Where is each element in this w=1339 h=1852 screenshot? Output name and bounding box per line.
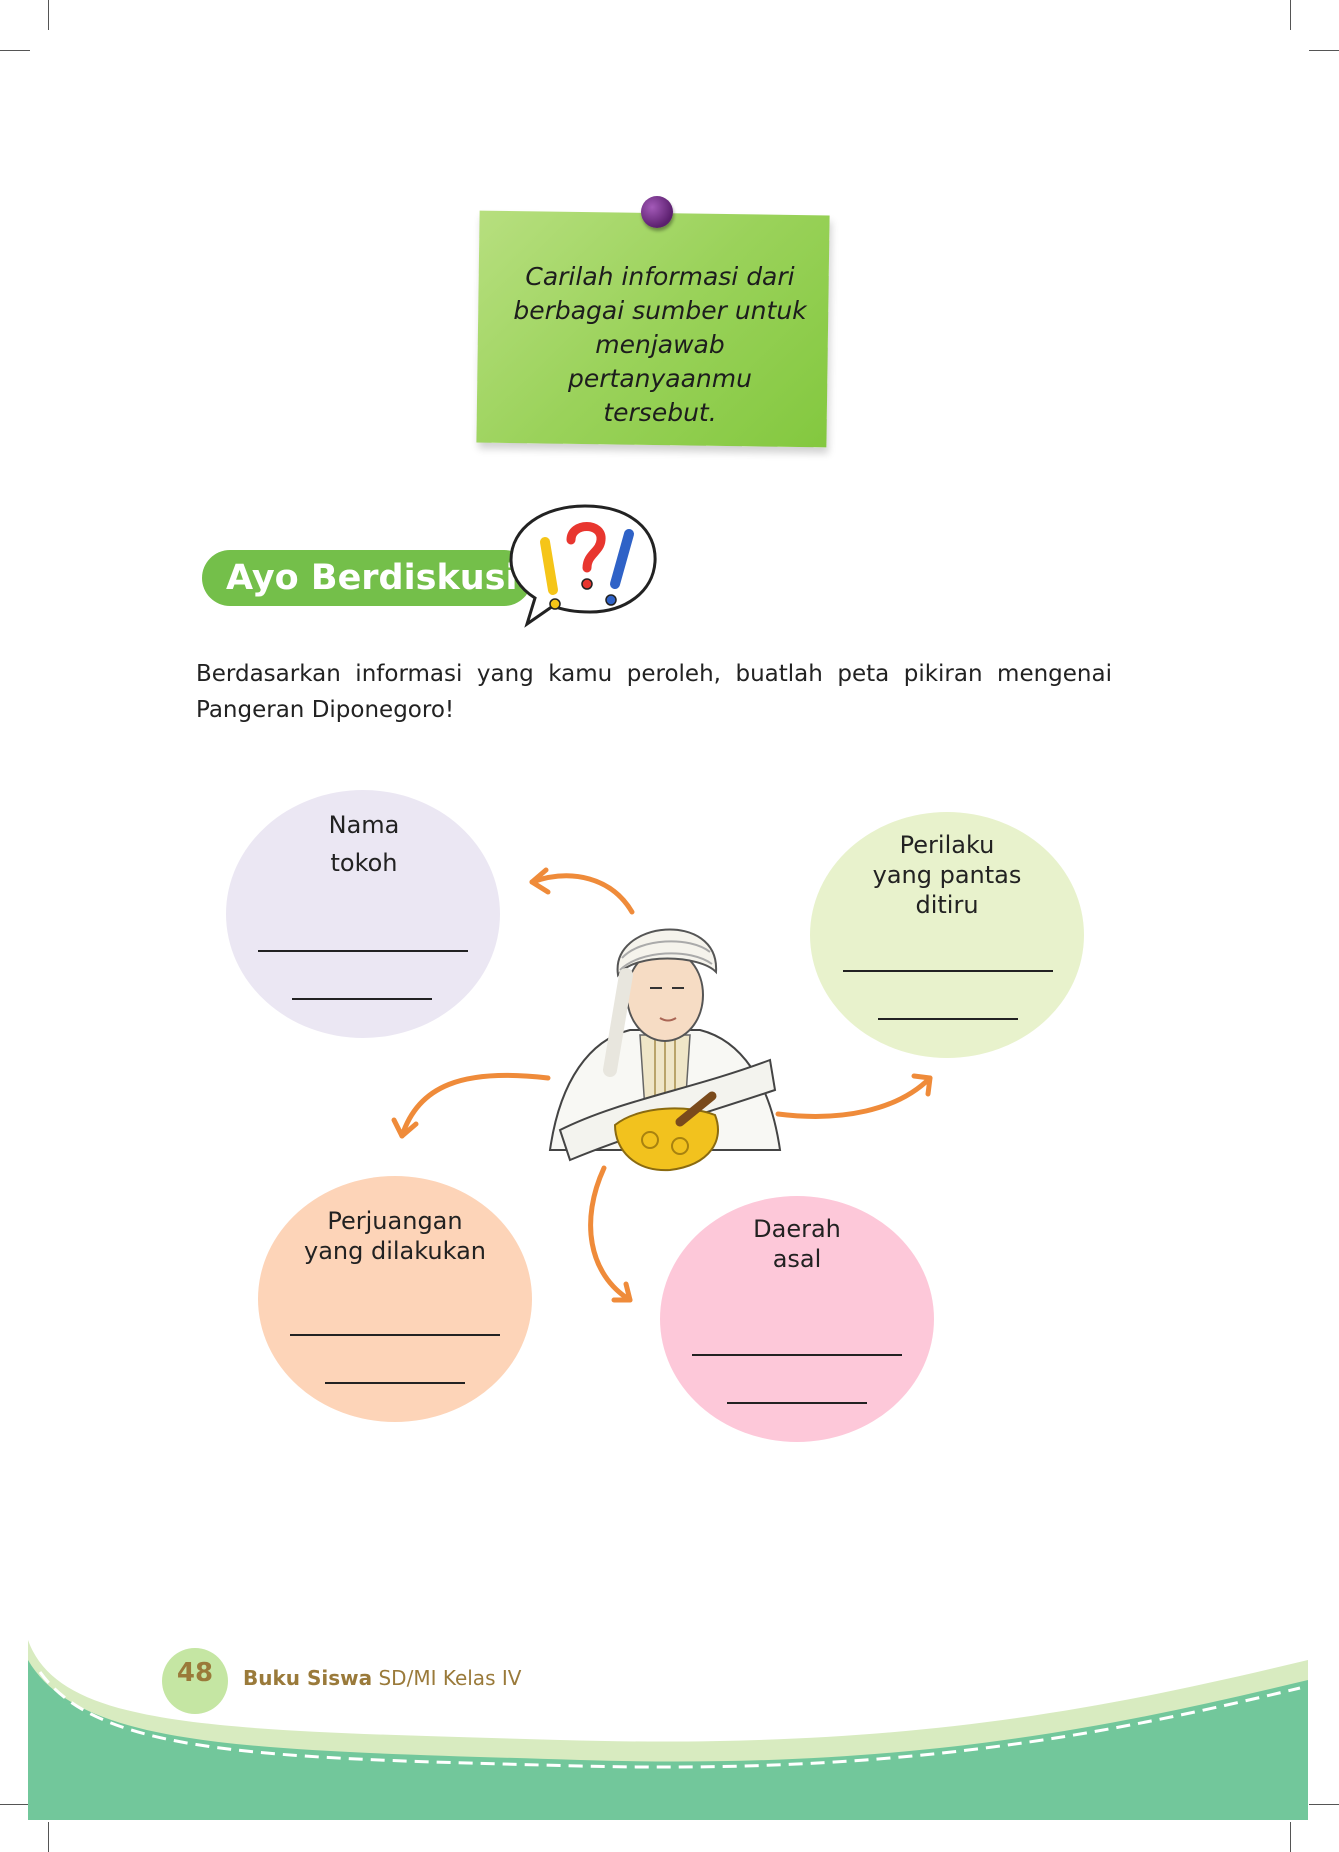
node-line: ditiru — [915, 891, 979, 919]
crop-mark — [1309, 50, 1339, 51]
sticky-note-text: Carilah informasi dari berbagai sumber u… — [500, 260, 820, 430]
node-line: yang pantas — [872, 861, 1022, 889]
mindmap-node-label: Perjuangan yang dilakukan — [280, 1206, 510, 1266]
mindmap-node-label: Nama tokoh — [266, 806, 462, 882]
mindmap-node-nama-tokoh — [226, 790, 500, 1038]
page-number: 48 — [176, 1658, 214, 1688]
crop-mark — [1290, 0, 1291, 30]
answer-line — [290, 1334, 500, 1336]
speech-bubble-icon — [509, 504, 657, 628]
note-line: tersebut. — [603, 398, 717, 427]
mindmap-node-label: Perilaku yang pantas ditiru — [847, 830, 1047, 920]
answer-line — [258, 950, 468, 952]
node-line: yang dilakukan — [303, 1237, 487, 1265]
pangeran-diponegoro-illustration — [548, 928, 782, 1172]
crop-mark — [48, 0, 49, 30]
node-line: tokoh — [330, 849, 398, 877]
mindmap-node-perilaku — [810, 812, 1084, 1058]
answer-line — [727, 1402, 867, 1404]
book-title: Buku Siswa SD/MI Kelas IV — [243, 1666, 521, 1690]
mindmap-node-daerah — [660, 1196, 934, 1442]
answer-line — [292, 998, 432, 1000]
crop-mark — [48, 1822, 49, 1852]
node-line: Perilaku — [899, 831, 995, 859]
mindmap-node-label: Daerah asal — [697, 1214, 897, 1274]
section-heading-bg — [202, 550, 532, 606]
answer-line — [325, 1382, 465, 1384]
pushpin-icon — [641, 196, 673, 228]
note-line: menjawab pertanyaanmu — [568, 330, 752, 393]
node-line: Perjuangan — [327, 1207, 463, 1235]
note-line: berbagai sumber untuk — [513, 296, 807, 325]
book-title-bold: Buku Siswa — [243, 1666, 373, 1690]
node-line: Daerah — [753, 1215, 841, 1243]
node-line: asal — [772, 1245, 822, 1273]
note-line: Carilah informasi dari — [525, 262, 795, 291]
instruction-text: Berdasarkan informasi yang kamu peroleh,… — [196, 661, 1112, 723]
section-title: Ayo Berdiskusi — [226, 558, 518, 598]
book-title-rest: SD/MI Kelas IV — [372, 1666, 522, 1690]
node-line: Nama — [328, 811, 400, 839]
page-number-badge — [162, 1648, 228, 1714]
answer-line — [692, 1354, 902, 1356]
crop-mark — [0, 1804, 30, 1805]
answer-line — [878, 1018, 1018, 1020]
footer-wave — [28, 1640, 1308, 1820]
mindmap-node-perjuangan — [258, 1176, 532, 1422]
answer-line — [843, 970, 1053, 972]
crop-mark — [1290, 1822, 1291, 1852]
crop-mark — [1309, 1804, 1339, 1805]
crop-mark — [0, 50, 30, 51]
